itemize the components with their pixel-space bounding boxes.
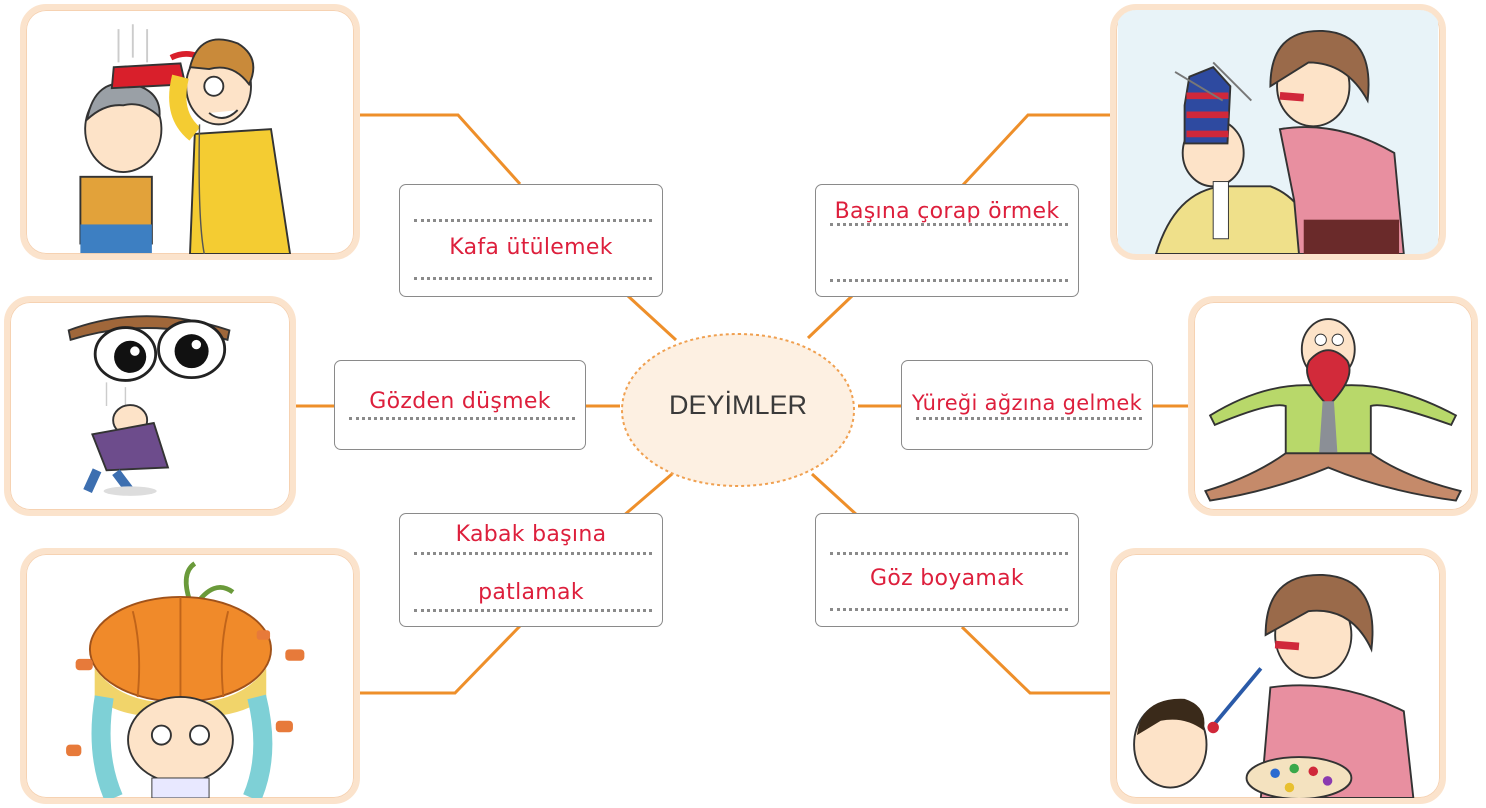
dotted-line — [414, 277, 652, 280]
answer-box-kabak-basina-patlamak[interactable]: Kabak başına patlamak — [399, 513, 663, 627]
dotted-line — [414, 219, 652, 222]
answer-box-gozden-dusmek[interactable]: Gözden düşmek — [334, 360, 586, 450]
answer-text-goz-boyamak: Göz boyamak — [870, 566, 1024, 591]
picture-kafa-utulemek — [20, 4, 360, 260]
dotted-line — [830, 608, 1068, 611]
dotted-line — [830, 279, 1068, 282]
center-bubble — [620, 332, 856, 488]
illustration-pumpkin-burst — [66, 561, 305, 798]
picture-kabak-basina-patlamak — [20, 548, 360, 804]
connector-boyamak — [960, 625, 1110, 695]
connector-kafa-center — [626, 294, 678, 342]
illustration-falling-from-eyes — [67, 315, 231, 496]
dotted-line — [830, 552, 1068, 555]
connector-boyamak-center — [810, 472, 860, 518]
answer-text-gozden-dusmek: Gözden düşmek — [369, 389, 551, 414]
connector-kabak-center — [621, 472, 673, 519]
answer-text-yuregi-agzina-gelmek: Yüreği ağzına gelmek — [911, 391, 1143, 415]
illustration-ironing-head — [79, 24, 292, 254]
dotted-line — [349, 417, 575, 420]
picture-basina-corap-ormek — [1110, 4, 1446, 260]
dotted-line — [916, 417, 1142, 420]
answer-box-yuregi-agzina-gelmek[interactable]: Yüreği ağzına gelmek — [901, 360, 1153, 450]
connector-kafa — [360, 113, 522, 186]
illustration-painting-nose — [1133, 574, 1415, 798]
picture-goz-boyamak — [1110, 548, 1446, 804]
answer-text-basina-corap-ormek: Başına çorap örmek — [834, 199, 1060, 224]
answer-text-kafa-utulemek: Kafa ütülemek — [449, 235, 613, 260]
answer-text-kabak-line1: Kabak başına — [455, 522, 607, 547]
connector-kabak — [360, 624, 522, 695]
picture-gozden-dusmek — [4, 296, 296, 516]
illustration-heart-in-mouth — [1204, 318, 1463, 502]
picture-yuregi-agzina-gelmek — [1188, 296, 1478, 516]
answer-box-goz-boyamak[interactable]: Göz boyamak — [815, 513, 1079, 627]
dotted-line — [414, 609, 652, 612]
answer-box-basina-corap-ormek[interactable]: Başına çorap örmek — [815, 184, 1079, 297]
connector-corap-center — [806, 294, 854, 340]
center-label: DEYİMLER — [668, 390, 808, 420]
answer-box-kafa-utulemek[interactable]: Kafa ütülemek — [399, 184, 663, 297]
dotted-line — [414, 552, 652, 555]
answer-text-kabak-line2: patlamak — [478, 580, 584, 605]
dotted-line — [830, 223, 1068, 226]
connector-corap — [960, 113, 1110, 188]
illustration-knitting-sock — [1117, 10, 1439, 254]
